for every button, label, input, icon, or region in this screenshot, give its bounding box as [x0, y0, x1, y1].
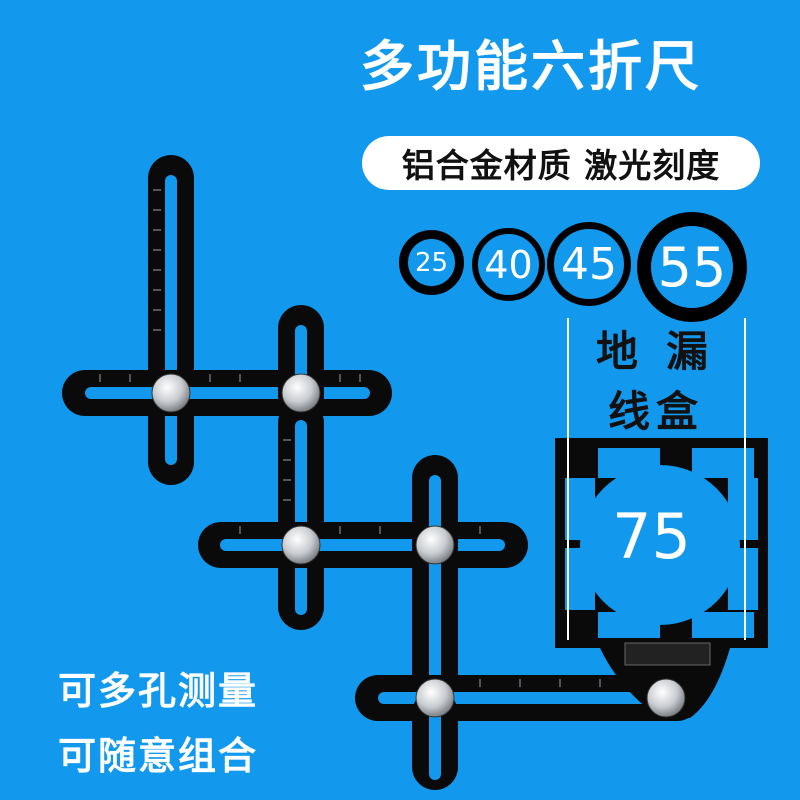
- size-badge-55: 55: [637, 212, 747, 322]
- box-size-number: 75: [612, 500, 691, 573]
- feature-pill: 铝合金材质 激光刻度: [362, 136, 760, 190]
- guide-lines: [567, 318, 746, 640]
- floor-drain-label: 地漏: [596, 327, 737, 376]
- junction-box-label: 线盒: [608, 387, 705, 436]
- size-badge-45: 45: [547, 222, 631, 306]
- ruler-group-1: [62, 155, 392, 485]
- size-badge-40: 40: [472, 228, 545, 301]
- feature-line-1: 可多孔测量: [58, 669, 259, 713]
- product-title: 多功能六折尺: [360, 35, 702, 98]
- pivot-knobs: [151, 373, 686, 718]
- box-template-plate: [555, 438, 768, 718]
- feature-line-2: 可随意组合: [58, 734, 259, 778]
- size-badge-25: 25: [399, 230, 464, 295]
